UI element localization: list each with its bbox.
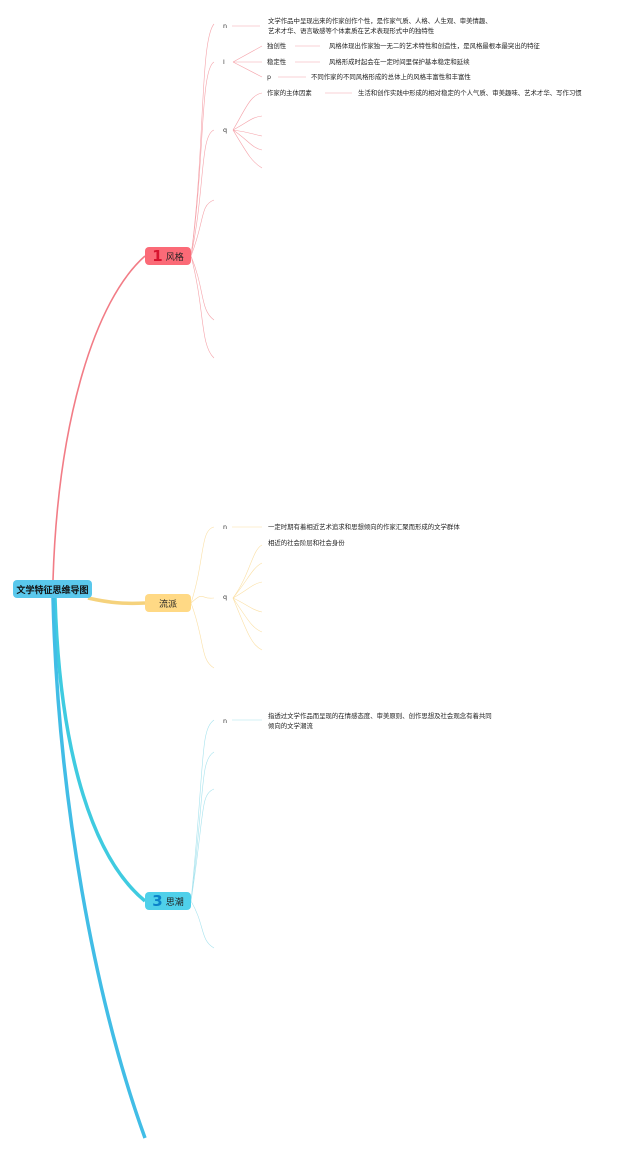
leaf-marker: n xyxy=(223,717,228,725)
branch-label: 风格 xyxy=(165,252,184,263)
branch-label: 流派 xyxy=(158,599,177,610)
factor-text: 相近的社会阶层和社会身份 xyxy=(268,539,345,547)
feature-term: 稳定性 xyxy=(267,58,287,66)
factor-term: 作家的主体因素 xyxy=(267,89,312,97)
definition-text: 艺术才华、语言敏感等个体素质在艺术表现形式中的独特性 xyxy=(268,27,435,35)
school-subconnectors xyxy=(190,526,263,669)
branch-label: 思潮 xyxy=(165,897,184,908)
branch-trend[interactable]: 3 思潮 xyxy=(145,892,191,910)
definition-text: 指透过文学作品而呈现的在情感态度、审美原则、创作思想及社会观念有着共同 xyxy=(268,712,492,720)
factor-desc: 生活和创作实践中形成的相对稳定的个人气质、审美趣味、艺术才华、写作习惯 xyxy=(358,89,582,97)
connector-root-trend xyxy=(53,597,147,903)
leaf-marker: n xyxy=(223,22,228,30)
leaf-marker: n xyxy=(223,523,228,531)
branch-number: 3 xyxy=(152,891,163,910)
branch-number: 1 xyxy=(152,246,163,265)
root-label: 文学特征思维导图 xyxy=(16,585,89,596)
style-subconnectors xyxy=(190,23,352,359)
connector-root-extra xyxy=(51,597,147,1139)
leaf-marker: q xyxy=(223,126,228,134)
leaf-marker: l xyxy=(223,58,225,66)
connector-root-school xyxy=(87,596,146,606)
feature-term: 独创性 xyxy=(267,42,287,50)
leaf-marker: q xyxy=(223,593,228,601)
definition-text: 文学作品中呈现出来的作家创作个性，是作家气质、人格、人生观、审美情趣、 xyxy=(268,17,492,25)
mindmap-root[interactable]: 文学特征思维导图 xyxy=(13,580,92,598)
trend-subconnectors xyxy=(190,719,262,949)
feature-desc: 风格体现出作家独一无二的艺术特性和创造性，是风格最根本最突出的特征 xyxy=(329,42,540,50)
definition-text: 倾向的文学潮流 xyxy=(268,722,313,730)
branch-style[interactable]: 1 风格 xyxy=(145,247,191,265)
connector-root-style xyxy=(52,255,146,581)
branch-school[interactable]: 流派 xyxy=(145,594,191,612)
feature-desc: 风格形成时起会在一定时间里保护基本稳定和延续 xyxy=(329,58,470,66)
definition-text: 一定时期有着相近艺术追求和思想倾向的作家汇聚而形成的文学群体 xyxy=(268,523,460,531)
feature-desc: 不同作家的不同风格形成的总体上的风格丰富性和丰富性 xyxy=(311,73,471,81)
leaf-marker: p xyxy=(267,73,272,81)
